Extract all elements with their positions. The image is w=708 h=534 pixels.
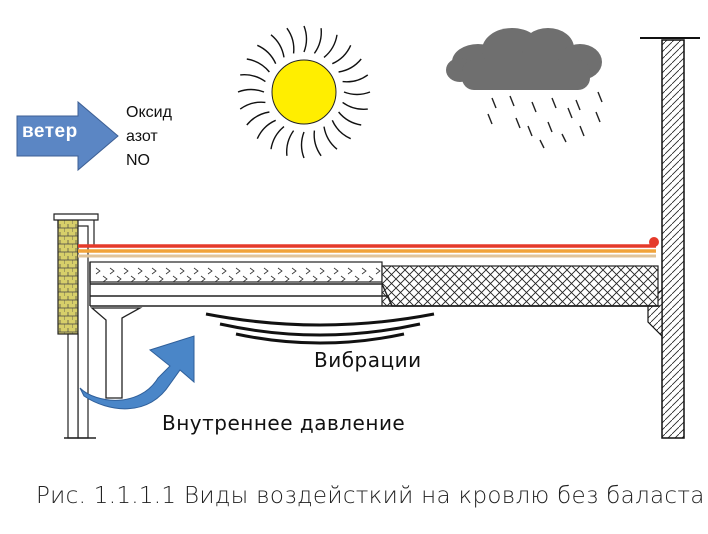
insulation-mark (333, 267, 339, 275)
insulation-mark (298, 275, 304, 283)
roof-assembly (78, 237, 660, 399)
sun-ray (323, 126, 338, 150)
insulation-right (381, 265, 659, 307)
insulation-mark (277, 267, 283, 275)
sun-ray (256, 119, 276, 139)
insulation-mark (228, 275, 234, 283)
insulation-mark (137, 267, 143, 275)
insulation-mark (263, 267, 269, 275)
insulation-mark (305, 267, 311, 275)
sun-icon (237, 25, 371, 159)
insulation-mark (95, 267, 101, 275)
insulation-mark (242, 275, 248, 283)
insulation-mark (116, 275, 122, 283)
insulation-mark (235, 267, 241, 275)
wind-arrow-icon (16, 100, 119, 172)
insulation-mark (284, 275, 290, 283)
insulation-mark (200, 275, 206, 283)
insulation-mark (186, 275, 192, 283)
vibration-arcs (205, 312, 435, 345)
insulation-mark (151, 267, 157, 275)
sun-ray (342, 101, 368, 111)
sun-ray (286, 27, 295, 54)
insulation-mark (347, 267, 353, 275)
internal-pressure-label: Внутреннее давление (162, 411, 406, 435)
insulation-mark (221, 267, 227, 275)
sun-ray (343, 91, 371, 96)
sun-ray (303, 25, 308, 53)
sun-ray (239, 101, 266, 110)
insulation-mark (214, 275, 220, 283)
wind-label: ветер (22, 121, 78, 142)
insulation-mark (179, 267, 185, 275)
insulation-mark (102, 275, 108, 283)
vibrations-label: Вибрации (314, 348, 422, 372)
insulation-mark (270, 275, 276, 283)
insulation-mark (291, 267, 297, 275)
insulation-mark (249, 267, 255, 275)
sun-ray (313, 28, 323, 54)
insulation-mark (130, 275, 136, 283)
left-parapet (53, 213, 99, 439)
insulation-mark (165, 267, 171, 275)
insulation-mark (193, 267, 199, 275)
sun-ray (270, 126, 285, 150)
oxide-label-line3: NO (126, 152, 150, 169)
sun-ray (323, 34, 338, 58)
sun-ray (285, 130, 295, 156)
sun-ray (342, 74, 369, 83)
insulation-mark (109, 267, 115, 275)
curved-arrow-icon (79, 335, 195, 410)
insulation-mark (361, 267, 367, 275)
insulation-mark (354, 275, 360, 283)
sun-ray (240, 73, 266, 83)
insulation-mark (144, 275, 150, 283)
insulation-mark (375, 267, 381, 275)
sun-ray (257, 44, 277, 64)
insulation-mark (172, 275, 178, 283)
sun-ray (246, 58, 270, 73)
figure-caption: Рис. 1.1.1.1 Виды воздейсткий на кровлю … (36, 483, 705, 509)
insulation-mark (207, 267, 213, 275)
insulation-mark (326, 275, 332, 283)
rain-cloud-icon (446, 28, 603, 149)
oxide-label-line1: Оксид (126, 104, 172, 121)
insulation-mark (368, 275, 374, 283)
insulation-mark (158, 275, 164, 283)
insulation-mark (123, 267, 129, 275)
sun-ray (237, 88, 265, 93)
sun-ray (338, 58, 362, 73)
sun-ray (313, 130, 322, 157)
sun-ray (300, 131, 305, 159)
insulation-mark (256, 275, 262, 283)
oxide-label-line2: азот (126, 128, 158, 145)
right-wall (640, 37, 700, 439)
insulation-mark (340, 275, 346, 283)
sun-ray (331, 120, 351, 140)
insulation-mark (312, 275, 318, 283)
sun-ray (270, 34, 285, 58)
insulation-left (89, 261, 383, 283)
insulation-mark (319, 267, 325, 275)
sun-ray (338, 111, 362, 126)
sun-ray (246, 111, 270, 126)
sun-ray (332, 45, 352, 65)
